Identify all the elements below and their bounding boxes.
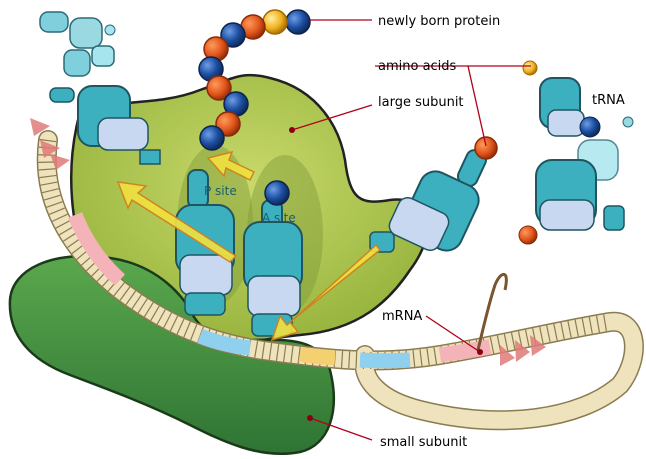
small-subunit-marker [307,415,313,421]
large-subunit-label: large subunit [378,95,464,110]
small-subunit-label: small subunit [380,435,467,450]
mrna-strand [36,130,644,431]
incoming-trna [369,136,498,253]
exiting-trna-3 [49,85,161,165]
mrna-marker [477,349,483,355]
amino-acids-label: amino acids [378,59,457,74]
exiting-trna-1 [39,11,116,49]
mrna-label: mRNA [382,309,422,324]
trna-label: tRNA [592,93,625,108]
large-subunit-marker [289,127,295,133]
a-site-trna [243,180,303,337]
p-site-label: P site [204,184,237,198]
movement-arrows [116,150,382,342]
a-site-label: A site [262,211,296,225]
newly-born-protein-label: newly born protein [378,14,500,29]
leader-lines [291,19,531,441]
protein-chain [198,9,311,151]
exiting-trna-2 [63,45,115,77]
small-subunit-body [8,255,335,456]
free-trna-group [518,60,634,245]
a-site-amino-acid [264,180,290,206]
free-trna-amino-acid [579,116,601,138]
direction-markers [30,118,546,366]
incoming-amino-acid [474,136,498,160]
